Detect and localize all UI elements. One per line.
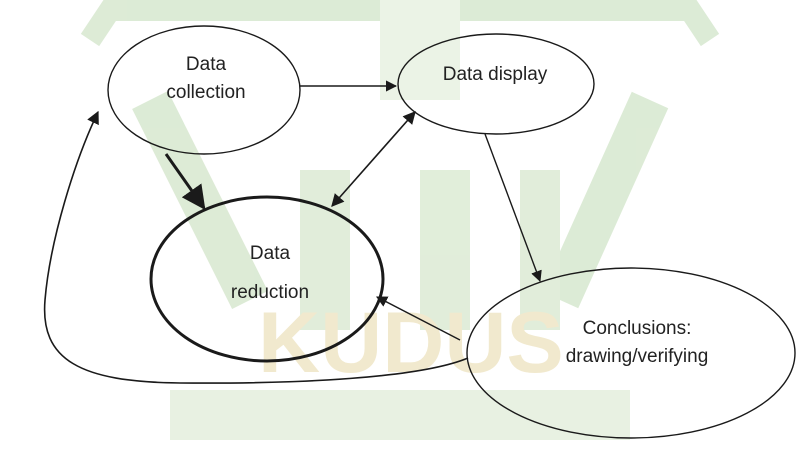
arrow-collection-to-reduction: [164, 153, 206, 210]
arrow-display-to-conclusions: [484, 133, 542, 283]
node-data-collection: Data collection: [107, 25, 301, 155]
conclusions-label-line2: drawing/verifying: [566, 346, 709, 367]
data-collection-label-line2: collection: [166, 82, 245, 103]
data-display-label: Data display: [443, 64, 548, 85]
conclusions-label-line1: Conclusions:: [583, 318, 692, 339]
arrow-conclusions-to-collection: [43, 110, 469, 384]
data-collection-label-line1: Data: [186, 54, 227, 75]
arrow-display-reduction-bidirectional: [331, 111, 416, 207]
node-conclusions: Conclusions: drawing/verifying: [466, 267, 796, 439]
arrow-conclusions-to-reduction: [376, 296, 461, 341]
node-data-display: Data display: [397, 33, 595, 135]
data-reduction-label-line2: reduction: [231, 282, 309, 303]
watermark-text: KUDUS: [258, 295, 564, 391]
node-data-reduction: Data reduction: [149, 195, 385, 363]
data-reduction-label-line1: Data: [250, 243, 291, 264]
